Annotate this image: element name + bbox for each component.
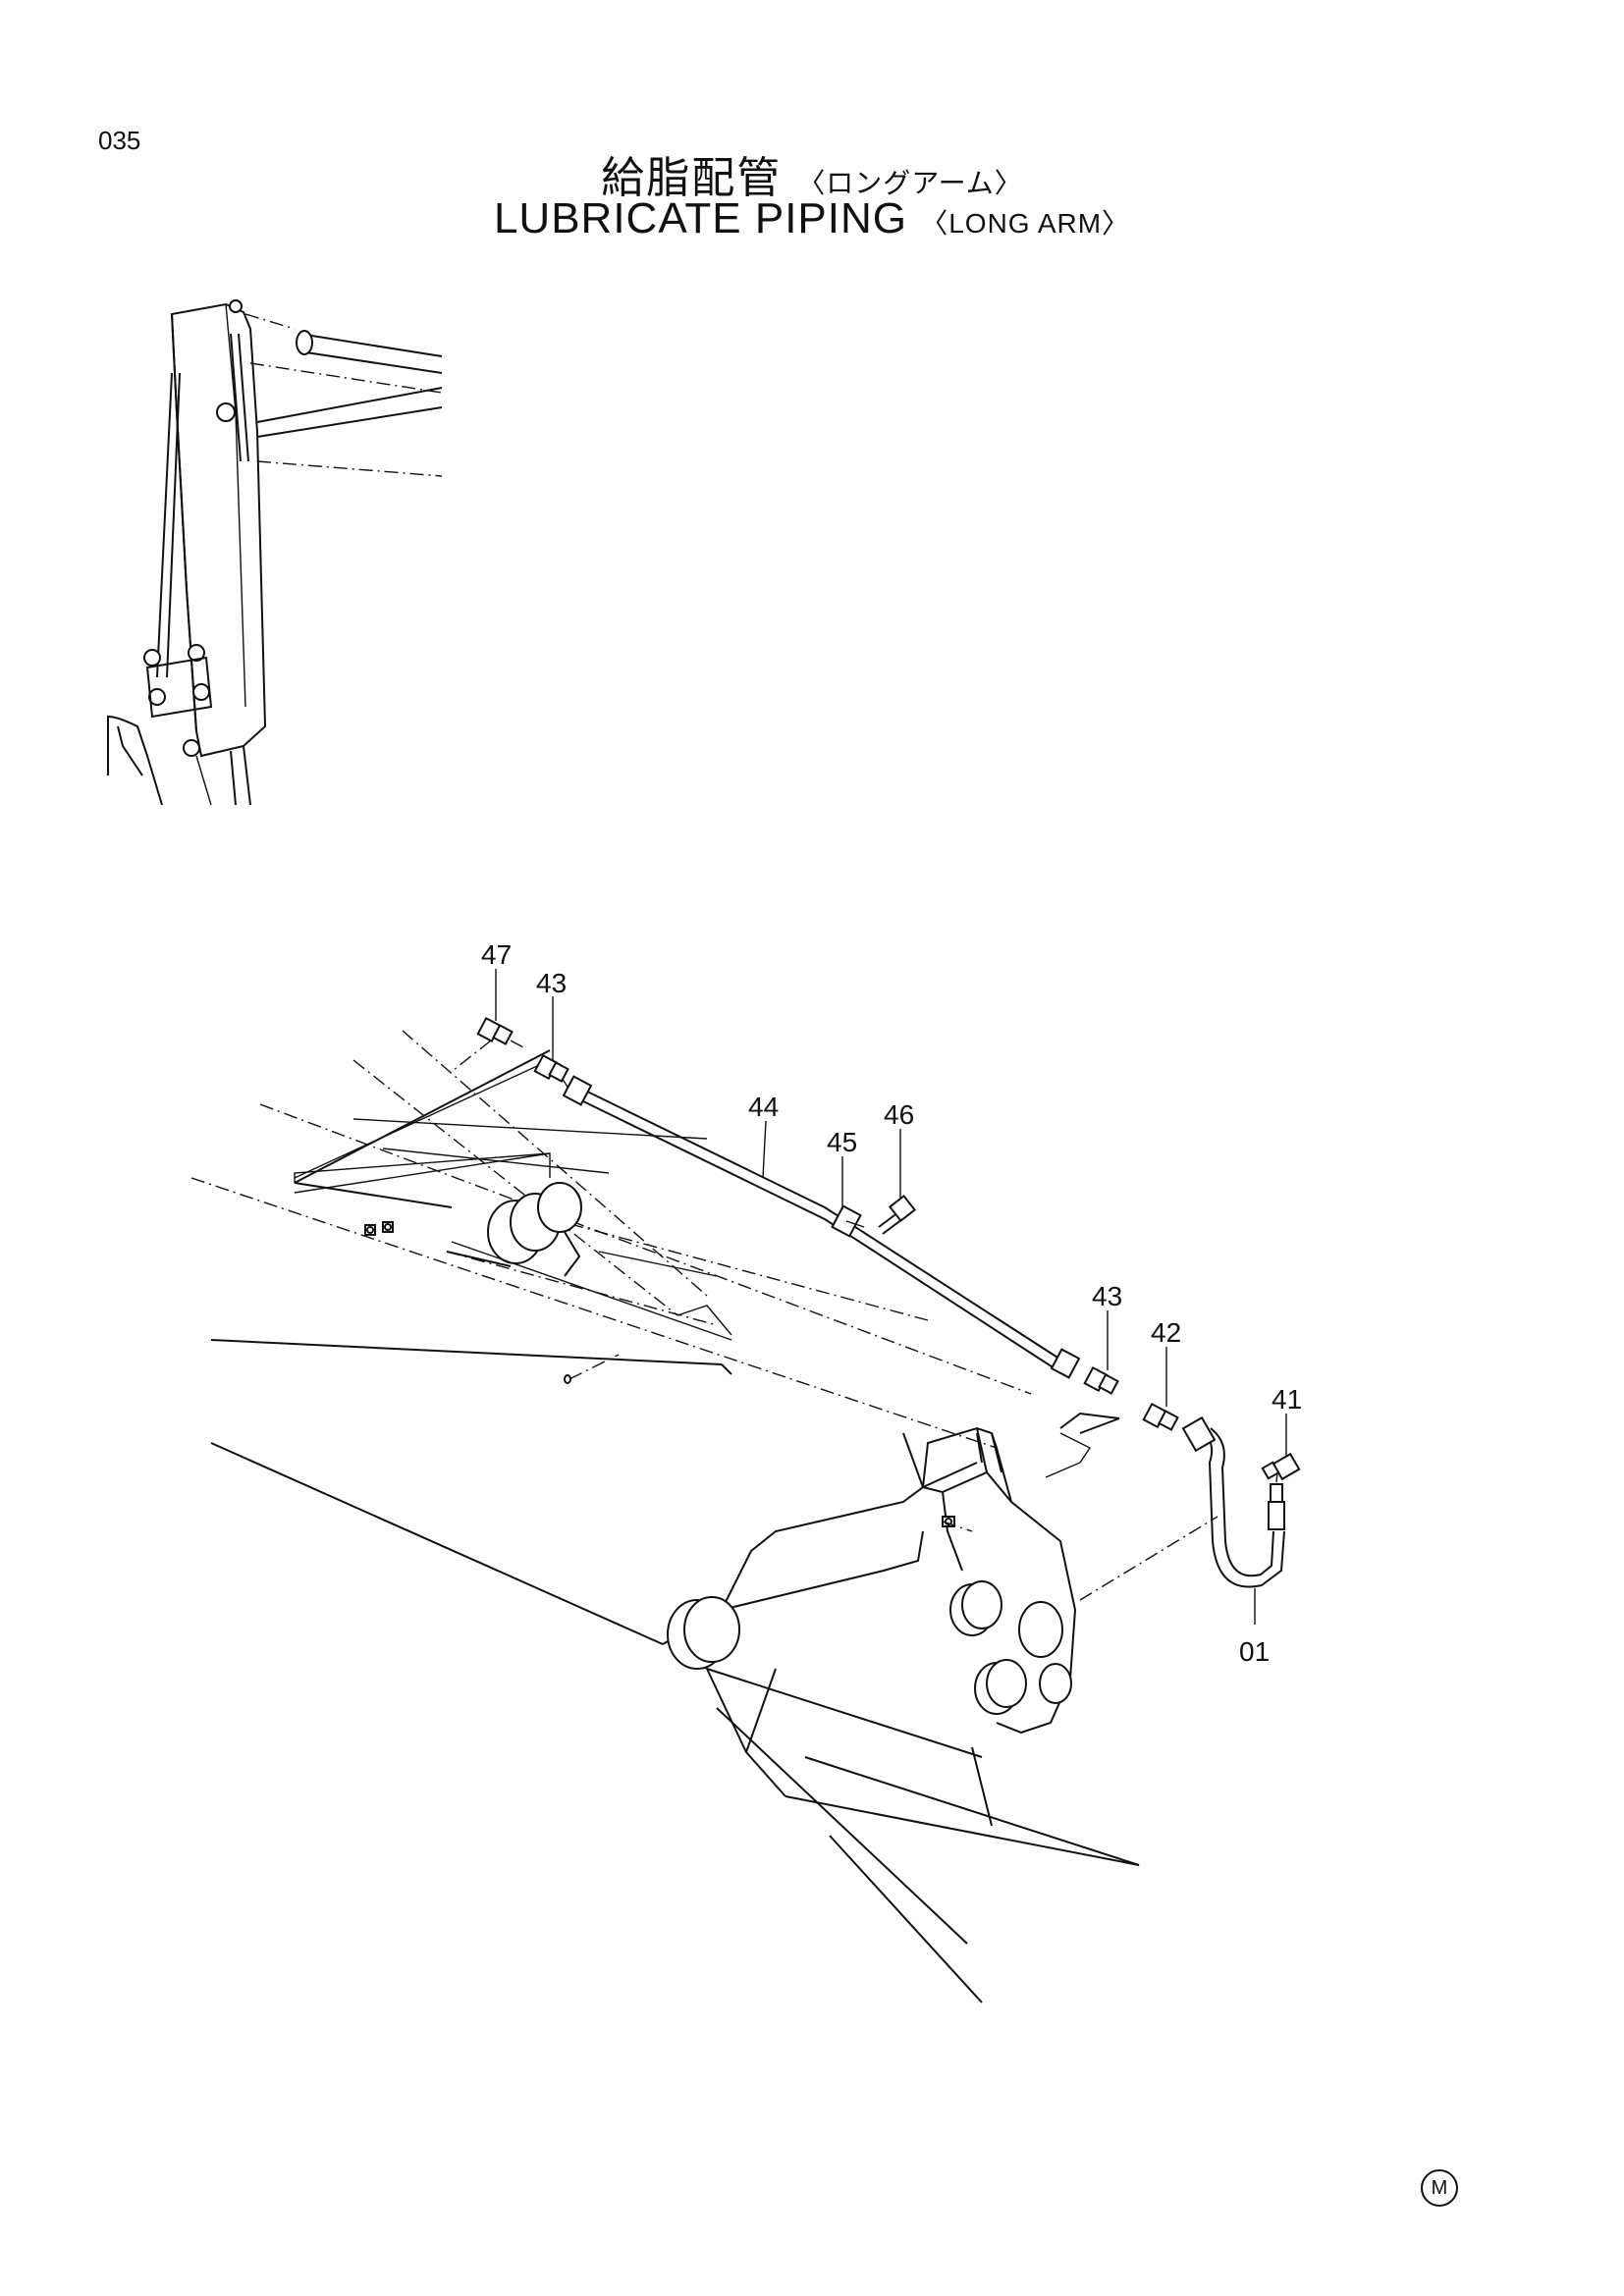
adapter-43-left xyxy=(533,1053,569,1083)
title-en-sub: 〈LONG ARM〉 xyxy=(920,208,1131,239)
bolt-46 xyxy=(878,1194,917,1235)
callout-45: 45 xyxy=(827,1127,857,1157)
callout-43-left: 43 xyxy=(536,968,567,998)
title-english: LUBRICATE PIPING 〈LONG ARM〉 xyxy=(0,194,1624,243)
adapter-43-right xyxy=(1083,1365,1119,1395)
callout-01: 01 xyxy=(1239,1636,1270,1667)
title-japanese: 給脂配管 〈ロングアーム〉 xyxy=(0,142,1624,205)
callout-46: 46 xyxy=(884,1099,914,1130)
title-ja-sub: 〈ロングアーム〉 xyxy=(797,167,1023,199)
leader-lines xyxy=(495,969,1287,1625)
arm-overview-inset xyxy=(107,299,443,806)
adapter-42 xyxy=(1142,1402,1179,1431)
callout-42: 42 xyxy=(1151,1317,1181,1348)
callout-47: 47 xyxy=(481,939,512,970)
arm-body xyxy=(190,1030,1140,2003)
hose-01 xyxy=(1079,1415,1285,1601)
callout-43-right: 43 xyxy=(1092,1281,1122,1311)
grease-nipple-47 xyxy=(453,1016,526,1071)
callout-labels: 47 43 44 45 46 43 42 41 01 xyxy=(481,939,1302,1667)
top-plate xyxy=(294,1049,1120,1532)
title-en-main: LUBRICATE PIPING xyxy=(493,194,907,242)
callout-44: 44 xyxy=(748,1092,779,1122)
elbow-41 xyxy=(1261,1452,1301,1481)
title-ja-main: 給脂配管 xyxy=(601,153,783,203)
page-number: 035 xyxy=(98,126,141,155)
callout-41: 41 xyxy=(1272,1384,1302,1415)
lubricate-pipe-44 xyxy=(562,1075,1081,1379)
manufacturer-mark: M xyxy=(1421,2169,1458,2207)
